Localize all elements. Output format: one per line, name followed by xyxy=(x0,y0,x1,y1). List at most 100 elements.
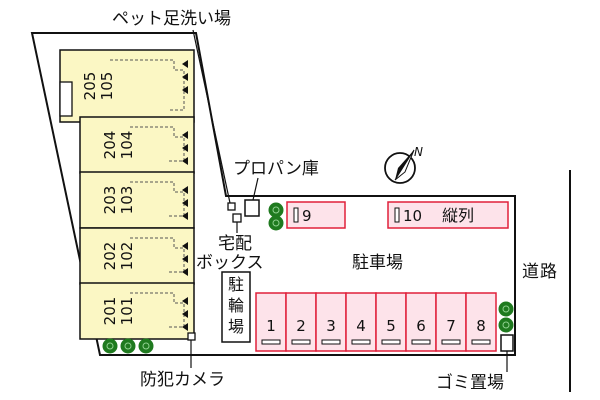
unit-upper-number: 202 xyxy=(101,242,119,271)
unit-lower-number: 102 xyxy=(118,242,136,271)
parking-space-number: 6 xyxy=(416,317,426,335)
security-camera xyxy=(187,332,196,341)
tree-icon-detail xyxy=(106,342,114,350)
tree-icon xyxy=(268,215,284,231)
parking-space-number: 9 xyxy=(302,207,312,225)
entrance-arrow-icon xyxy=(182,60,188,68)
unit-lower-number: 101 xyxy=(118,297,136,326)
balcony-outline xyxy=(110,59,185,111)
wheel-stop-icon xyxy=(441,339,461,345)
unit-lower-number: 103 xyxy=(118,186,136,215)
parking-space-number: 3 xyxy=(326,317,336,335)
road-label-2: 路 xyxy=(540,262,557,282)
tree-icon-detail xyxy=(272,206,280,214)
unit-lower-number: 105 xyxy=(98,72,116,101)
parking-space-number: 5 xyxy=(386,317,396,335)
entrance-arrow-icon xyxy=(182,73,188,81)
entrance-arrow-icon xyxy=(182,199,188,207)
pet-wash-area xyxy=(227,202,236,211)
entrance-arrow-icon xyxy=(182,131,188,139)
parking-space xyxy=(387,201,509,229)
bicycle-parking-label: 駐輪場 xyxy=(228,275,244,336)
pet-wash-leader xyxy=(192,29,231,204)
propane-storage xyxy=(244,199,260,217)
road-label-1: 道 xyxy=(522,262,539,282)
wheel-stop-icon xyxy=(394,207,400,223)
tree-icon xyxy=(498,301,514,317)
entrance-arrow-icon xyxy=(182,297,188,305)
wheel-stop-icon xyxy=(261,339,281,345)
wheel-stop-icon xyxy=(293,207,299,223)
entrance-arrow-icon xyxy=(182,144,188,152)
entrance-arrow-icon xyxy=(182,255,188,263)
entrance-arrow-icon xyxy=(182,268,188,276)
delivery-box-label-1: 宅配 xyxy=(218,234,252,254)
parking-lot-label: 駐車場 xyxy=(352,253,403,273)
entrance-arrow-icon xyxy=(182,323,188,331)
balcony-outline xyxy=(130,181,185,217)
entrance-arrow-icon xyxy=(182,157,188,165)
wheel-stop-icon xyxy=(381,339,401,345)
tree-icon xyxy=(498,317,514,333)
unit-upper-number: 204 xyxy=(101,131,119,160)
entrance-arrow-icon xyxy=(182,186,188,194)
wheel-stop-icon xyxy=(321,339,341,345)
parking-lower-row: 1 2 3 4 5 6 7 8 xyxy=(255,292,497,352)
unit-block xyxy=(79,171,195,229)
delivery-box-label-2: ボックス xyxy=(196,253,264,273)
wheel-stop-icon xyxy=(291,339,311,345)
unit-block xyxy=(79,282,195,340)
parking-space xyxy=(286,201,346,229)
wheel-stop-icon xyxy=(351,339,371,345)
wheel-stop-icon xyxy=(471,339,491,345)
tree-icon xyxy=(268,202,284,218)
parking-space-note: 縦列 xyxy=(442,206,474,225)
unit-block xyxy=(79,116,195,174)
bicycle-parking xyxy=(221,271,251,343)
unit-upper-number: 205 xyxy=(81,72,99,101)
unit-block xyxy=(79,227,195,285)
tree-icon-detail xyxy=(502,321,510,329)
balcony-outline xyxy=(130,292,185,328)
entrance-arrow-icon xyxy=(182,212,188,220)
parking-space-number: 1 xyxy=(266,317,276,335)
bicycle-parking-char: 場 xyxy=(228,317,244,336)
tree-icon-detail xyxy=(502,305,510,313)
bicycle-parking-char: 輪 xyxy=(228,296,244,315)
entrance-arrow-icon xyxy=(182,242,188,250)
trees xyxy=(102,202,514,354)
parking-space-number: 4 xyxy=(356,317,366,335)
north-arrow-icon: N xyxy=(384,145,423,184)
unit-upper-number: 203 xyxy=(101,186,119,215)
delivery-box xyxy=(232,213,242,223)
garbage-label: ゴミ置場 xyxy=(436,372,504,393)
stair-nub xyxy=(59,81,73,117)
svg-text:N: N xyxy=(414,145,423,159)
pet-wash-label: ペット足洗い場 xyxy=(112,9,231,29)
propane-label: プロパン庫 xyxy=(233,159,319,179)
parking-space-number: 2 xyxy=(296,317,306,335)
entrance-arrow-icon xyxy=(182,310,188,318)
tree-icon-detail xyxy=(142,342,150,350)
tree-icon xyxy=(138,338,154,354)
unit-upper-number: 201 xyxy=(101,297,119,326)
garbage-station xyxy=(500,334,514,352)
parking-space-number: 7 xyxy=(446,317,456,335)
tree-icon-detail xyxy=(124,342,132,350)
parking-space-number: 8 xyxy=(476,317,486,335)
bicycle-parking-char: 駐 xyxy=(228,275,244,294)
entrance-arrow-icon xyxy=(182,86,188,94)
unit-lower-number: 104 xyxy=(118,131,136,160)
camera-label: 防犯カメラ xyxy=(140,370,225,390)
tree-icon xyxy=(120,338,136,354)
balcony-outline xyxy=(130,237,185,273)
tree-icon-detail xyxy=(272,219,280,227)
